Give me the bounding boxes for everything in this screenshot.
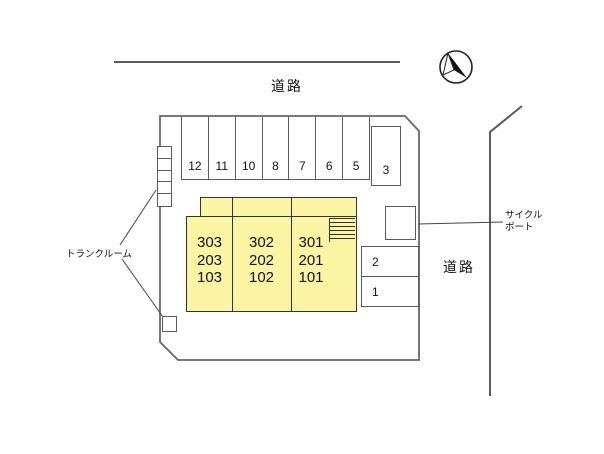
room-number: 203 [196, 251, 223, 269]
parking-stall-12: 12 [182, 117, 209, 179]
trunk-room-label: トランクルーム [66, 249, 132, 260]
cycle-port-label-line2: ポート [505, 222, 534, 233]
trunk-leader-line-upper [119, 189, 157, 246]
cycle-port-label: サイクル ポート [505, 210, 543, 234]
trunk-room-cell [158, 182, 171, 195]
road-line-right [489, 105, 523, 396]
building-main [186, 216, 357, 312]
trunk-room-strip [157, 146, 172, 207]
parking-stall-2: 2 [362, 247, 418, 277]
trunk-leader-line-lower [121, 258, 164, 318]
trunk-room-box-lower [162, 316, 177, 332]
stall-number: 11 [215, 159, 229, 173]
north-arrow-needle-light [442, 51, 455, 76]
staircase-icon [329, 218, 355, 242]
stall-number: 8 [272, 159, 279, 173]
building-upper-strip [200, 197, 357, 217]
room-number: 102 [248, 269, 275, 286]
cycle-port-label-line1: サイクル [505, 210, 543, 221]
stall-number: 3 [382, 163, 390, 177]
trunk-room-cell [158, 194, 171, 206]
unit-label-west: 303 203 103 [187, 234, 232, 287]
unit-label-east: 301 201 101 [292, 234, 330, 287]
road-label-top: 道路 [271, 78, 303, 94]
stall-number: 10 [241, 159, 256, 173]
parking-stall-5: 5 [343, 117, 369, 179]
parking-stall-11: 11 [209, 117, 236, 179]
unit-label-center: 302 202 102 [233, 234, 290, 287]
building-unit-divider [291, 197, 292, 312]
property-boundary [159, 115, 420, 361]
north-arrow-icon [439, 50, 473, 84]
parking-row: 12 11 10 8 7 6 5 [181, 117, 370, 180]
room-number: 201 [298, 251, 324, 269]
trunk-room-cell [158, 171, 171, 183]
parking-stall-7: 7 [289, 117, 317, 179]
trunk-room-cell [158, 159, 171, 171]
parking-stall-1: 1 [362, 277, 418, 306]
building-unit-divider [232, 197, 233, 312]
parking-stall-10: 10 [236, 117, 263, 179]
stall-number: 12 [188, 159, 202, 173]
cycle-port-box [385, 206, 416, 240]
room-number: 302 [248, 234, 275, 251]
room-number: 101 [298, 269, 324, 286]
room-number: 303 [196, 234, 223, 251]
parking-stall-8: 8 [263, 117, 290, 179]
stall-number: 6 [325, 159, 333, 173]
stall-number: 7 [299, 159, 306, 173]
room-number: 301 [298, 234, 324, 251]
trunk-room-cell [158, 147, 171, 159]
cycle-leader-line [417, 221, 504, 225]
parking-stall-3: 3 [371, 126, 401, 186]
north-arrow-needle-dark [448, 53, 467, 78]
stall-number: 1 [372, 284, 379, 299]
road-label-right: 道路 [443, 259, 475, 275]
parking-stall-6: 6 [316, 117, 344, 179]
room-number: 202 [248, 251, 275, 269]
stall-number: 2 [372, 254, 379, 269]
parking-stalls-1-2: 2 1 [361, 246, 419, 307]
room-number: 103 [196, 269, 223, 286]
stall-number: 5 [352, 159, 360, 173]
